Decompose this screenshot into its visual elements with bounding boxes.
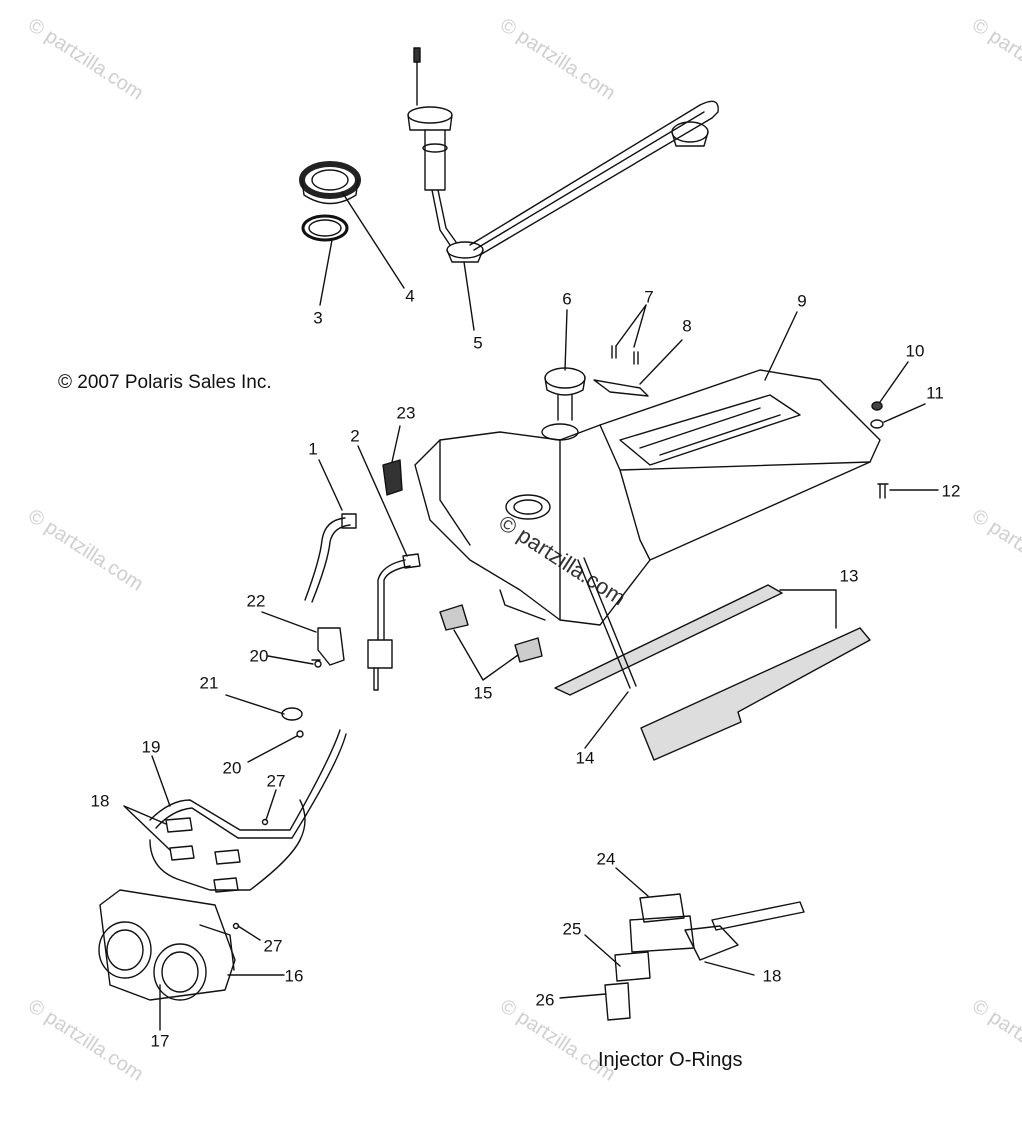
o-ring (301, 214, 349, 242)
throttle-bodies (98, 889, 236, 1001)
fuel-cap (541, 367, 586, 441)
callout-number: 20 (249, 646, 269, 666)
screws-and-bracket (593, 345, 649, 397)
fuel-rail (149, 729, 347, 891)
callout-number: 12 (941, 481, 961, 501)
callout-number: 21 (199, 673, 219, 693)
injector-detail (604, 893, 805, 1021)
callout-number: 17 (150, 1031, 170, 1051)
foam-blocks (439, 604, 543, 663)
callout-number: 10 (905, 341, 925, 361)
copyright-notice: © 2007 Polaris Sales Inc. (58, 372, 272, 393)
callout-number: 3 (313, 308, 323, 328)
callout-number: 5 (473, 333, 483, 353)
callout-number: 27 (263, 936, 283, 956)
tank-pads (554, 584, 871, 761)
callout-number: 13 (839, 566, 859, 586)
injector-o-rings-caption: Injector O-Rings (598, 1049, 743, 1071)
callout-number: 9 (797, 291, 807, 311)
clip-21 (281, 707, 304, 738)
fuel-tank (414, 369, 881, 626)
clamp-22 (311, 627, 345, 668)
callout-number: 11 (926, 383, 944, 403)
callout-number: 6 (562, 289, 572, 309)
callout-number: 26 (535, 990, 555, 1010)
tank-strap (577, 557, 637, 689)
callout-number: 20 (222, 758, 242, 778)
callout-number: 4 (405, 286, 415, 306)
fasteners (870, 401, 889, 499)
callout-number: 19 (141, 737, 161, 757)
callout-number: 14 (575, 748, 595, 768)
hose-1 (304, 513, 357, 603)
injectors (165, 817, 269, 930)
callout-number: 15 (473, 683, 493, 703)
lock-ring (299, 161, 361, 205)
hose-2 (367, 553, 421, 691)
callout-number: 24 (596, 849, 616, 869)
callout-number: 8 (682, 316, 692, 336)
callout-number: 25 (562, 919, 582, 939)
callout-number: 1 (308, 439, 318, 459)
leader-lines (123, 191, 939, 1031)
callout-number: 23 (396, 403, 416, 423)
callout-number: 18 (90, 791, 110, 811)
pad-23 (382, 459, 403, 496)
callout-number: 16 (284, 966, 304, 986)
callout-number: 27 (266, 771, 286, 791)
fuel-pump-assembly (407, 47, 719, 263)
callout-number: 22 (246, 591, 266, 611)
callout-number: 7 (644, 287, 654, 307)
callout-number: 18 (762, 966, 782, 986)
callout-number: 2 (350, 426, 360, 446)
